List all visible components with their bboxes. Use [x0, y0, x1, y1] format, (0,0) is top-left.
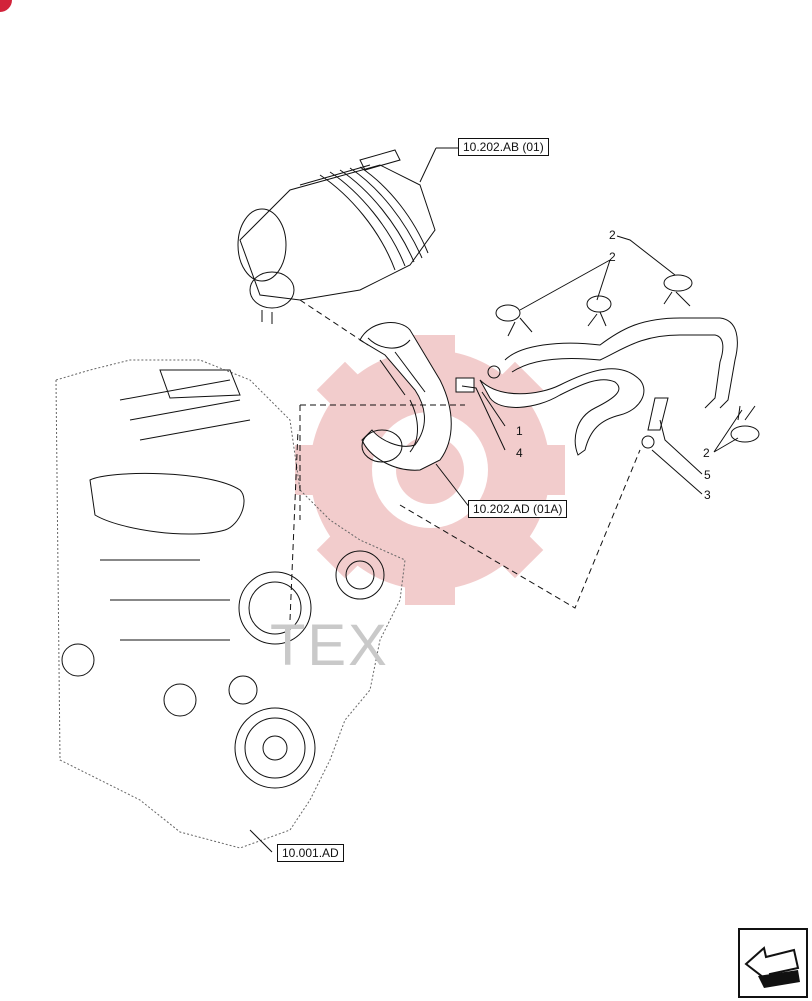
callout-2-right: 2	[703, 446, 710, 460]
watermark-gear-logo	[295, 335, 565, 605]
callout-4: 4	[516, 446, 523, 460]
ref-air-filter[interactable]: 10.202.AB (01)	[458, 138, 549, 156]
ref-intake-pipe[interactable]: 10.202.AD (01A)	[468, 500, 568, 518]
watermark-text: TEX	[270, 613, 389, 678]
callout-2-mid: 2	[609, 250, 616, 264]
callout-5: 5	[704, 468, 711, 482]
hose-clamps	[495, 274, 760, 443]
connector-4	[455, 377, 475, 393]
air-filter-assembly	[237, 149, 436, 324]
previous-page-button[interactable]	[738, 928, 808, 998]
ref-engine[interactable]: 10.001.AD	[277, 844, 344, 862]
dashed-guide-lines	[289, 299, 641, 621]
leader-lines	[249, 147, 756, 853]
callout-2-top: 2	[609, 228, 616, 242]
callout-3: 3	[704, 488, 711, 502]
hose-assembly	[455, 317, 738, 456]
engine-block	[55, 359, 406, 849]
previous-page-arrow-icon	[744, 946, 800, 988]
callout-1: 1	[516, 424, 523, 438]
